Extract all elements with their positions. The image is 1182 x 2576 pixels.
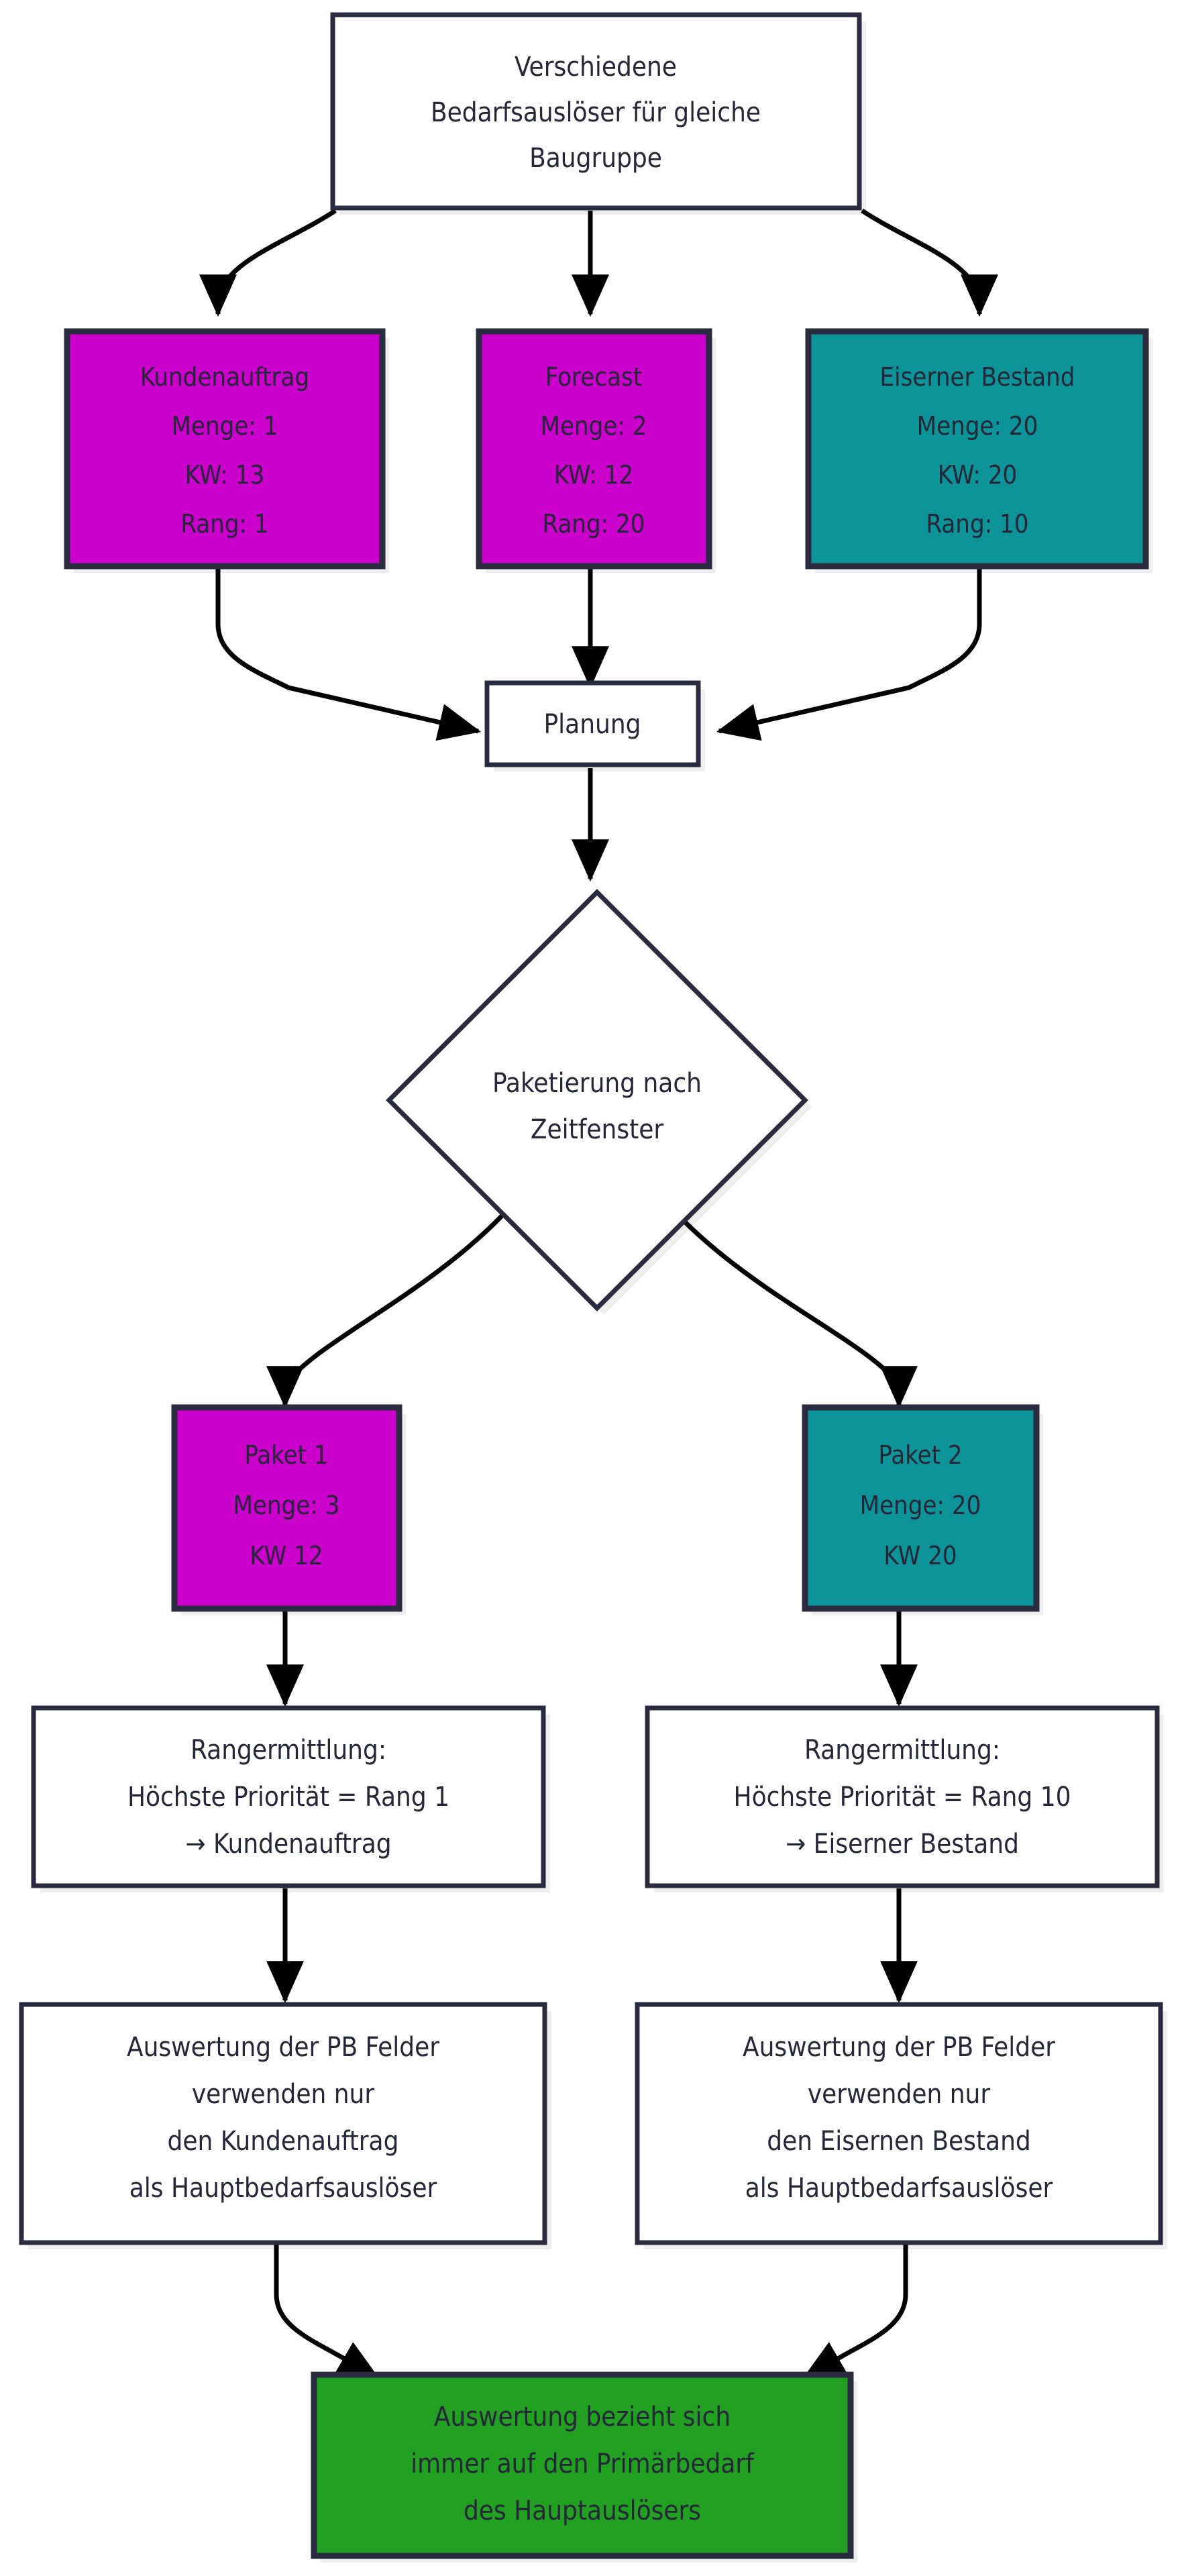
edge-layer (199, 209, 998, 2381)
node-forecast[interactable]: Forecast Menge: 2 KW: 12 Rang: 20 (476, 328, 712, 570)
node-eiserner-bestand-line-3: KW: 20 (938, 460, 1018, 490)
node-kundenauftrag-line-3: KW: 13 (185, 460, 265, 490)
node-rang-right-line-3: → Eiserner Bestand (786, 1829, 1019, 1860)
node-paket-1[interactable]: Paket 1 Menge: 3 KW 12 (171, 1404, 402, 1612)
node-result-line-2: immer auf den Primärbedarf (411, 2449, 755, 2479)
edge-paketierung-paket2 (669, 1205, 918, 1409)
edge-kundenauftrag-planung (215, 569, 482, 741)
node-rang-right-line-2: Höchste Priorität = Rang 10 (734, 1782, 1071, 1813)
node-auswertung-right-line-3: den Eisernen Bestand (767, 2126, 1031, 2157)
node-kundenauftrag-line-2: Menge: 1 (171, 411, 278, 441)
edge-paketierung-paket1 (266, 1205, 512, 1409)
node-rang-left-line-1: Rangermittlung: (191, 1735, 386, 1766)
node-forecast-line-4: Rang: 20 (542, 509, 645, 539)
node-paketierung-line-2: Zeitfenster (531, 1114, 664, 1145)
node-kundenauftrag[interactable]: Kundenauftrag Menge: 1 KW: 13 Rang: 1 (64, 328, 386, 570)
edge-source-eiserner-bestand (861, 209, 998, 317)
node-auswertung-left-line-4: als Hauptbedarfsauslöser (129, 2173, 437, 2204)
node-auswertung-eiserner-bestand[interactable]: Auswertung der PB Felder verwenden nur d… (635, 2002, 1163, 2245)
node-rang-right-line-1: Rangermittlung: (804, 1735, 1000, 1766)
node-auswertung-kundenauftrag[interactable]: Auswertung der PB Felder verwenden nur d… (19, 2002, 547, 2245)
node-rangermittlung-links[interactable]: Rangermittlung: Höchste Priorität = Rang… (31, 1705, 546, 1888)
node-forecast-line-3: KW: 12 (554, 460, 634, 490)
node-eiserner-bestand-line-2: Menge: 20 (917, 411, 1038, 441)
node-auswertung-primaerbedarf[interactable]: Auswertung bezieht sich immer auf den Pr… (311, 2371, 854, 2559)
node-paketierung-line-1: Paketierung nach (492, 1068, 702, 1099)
node-rangermittlung-rechts[interactable]: Rangermittlung: Höchste Priorität = Rang… (645, 1705, 1160, 1888)
node-verschiedene-bedarfsausloeser[interactable]: Verschiedene Bedarfsauslöser für gleiche… (330, 12, 862, 211)
edge-eiserner-bestand-planung (716, 569, 982, 741)
node-source-line-3: Baugruppe (529, 143, 662, 174)
node-auswertung-left-line-3: den Kundenauftrag (168, 2126, 399, 2157)
node-eiserner-bestand-line-1: Eiserner Bestand (880, 362, 1075, 392)
node-auswertung-right-line-4: als Hauptbedarfsauslöser (745, 2173, 1053, 2204)
node-planung-label: Planung (543, 709, 641, 740)
edge-auswertung-left-result (274, 2244, 380, 2381)
node-kundenauftrag-line-4: Rang: 1 (180, 509, 268, 539)
node-paket-2-line-2: Menge: 20 (860, 1491, 981, 1520)
node-auswertung-left-line-2: verwenden nur (192, 2079, 374, 2110)
node-auswertung-right-line-2: verwenden nur (808, 2079, 990, 2110)
node-paket-2[interactable]: Paket 2 Menge: 20 KW 20 (802, 1404, 1040, 1612)
node-paketierung-nach-zeitfenster[interactable]: Paketierung nach Zeitfenster (386, 889, 808, 1311)
node-forecast-line-1: Forecast (545, 362, 642, 392)
node-source-line-2: Bedarfsauslöser für gleiche (431, 97, 761, 128)
edge-auswertung-right-result (802, 2244, 908, 2381)
node-paket-2-line-1: Paket 2 (878, 1440, 962, 1470)
node-eiserner-bestand-line-4: Rang: 10 (926, 509, 1028, 539)
node-paket-1-line-2: Menge: 3 (233, 1491, 339, 1520)
node-result-line-1: Auswertung bezieht sich (434, 2402, 731, 2432)
node-rang-left-line-2: Höchste Priorität = Rang 1 (127, 1782, 449, 1813)
node-rang-left-line-3: → Kundenauftrag (185, 1829, 391, 1860)
node-eiserner-bestand[interactable]: Eiserner Bestand Menge: 20 KW: 20 Rang: … (805, 328, 1149, 570)
edge-source-kundenauftrag (199, 209, 337, 317)
node-paket-2-line-3: KW 20 (883, 1541, 957, 1570)
node-paket-1-line-3: KW 12 (250, 1541, 323, 1570)
node-paket-1-line-1: Paket 1 (244, 1440, 328, 1470)
node-forecast-line-2: Menge: 2 (540, 411, 647, 441)
node-planung[interactable]: Planung (484, 680, 701, 767)
node-kundenauftrag-line-1: Kundenauftrag (140, 362, 309, 392)
node-result-line-3: des Hauptauslösers (464, 2496, 701, 2526)
node-auswertung-right-line-1: Auswertung der PB Felder (743, 2032, 1055, 2063)
node-auswertung-left-line-1: Auswertung der PB Felder (127, 2032, 439, 2063)
node-source-line-1: Verschiedene (515, 52, 677, 83)
